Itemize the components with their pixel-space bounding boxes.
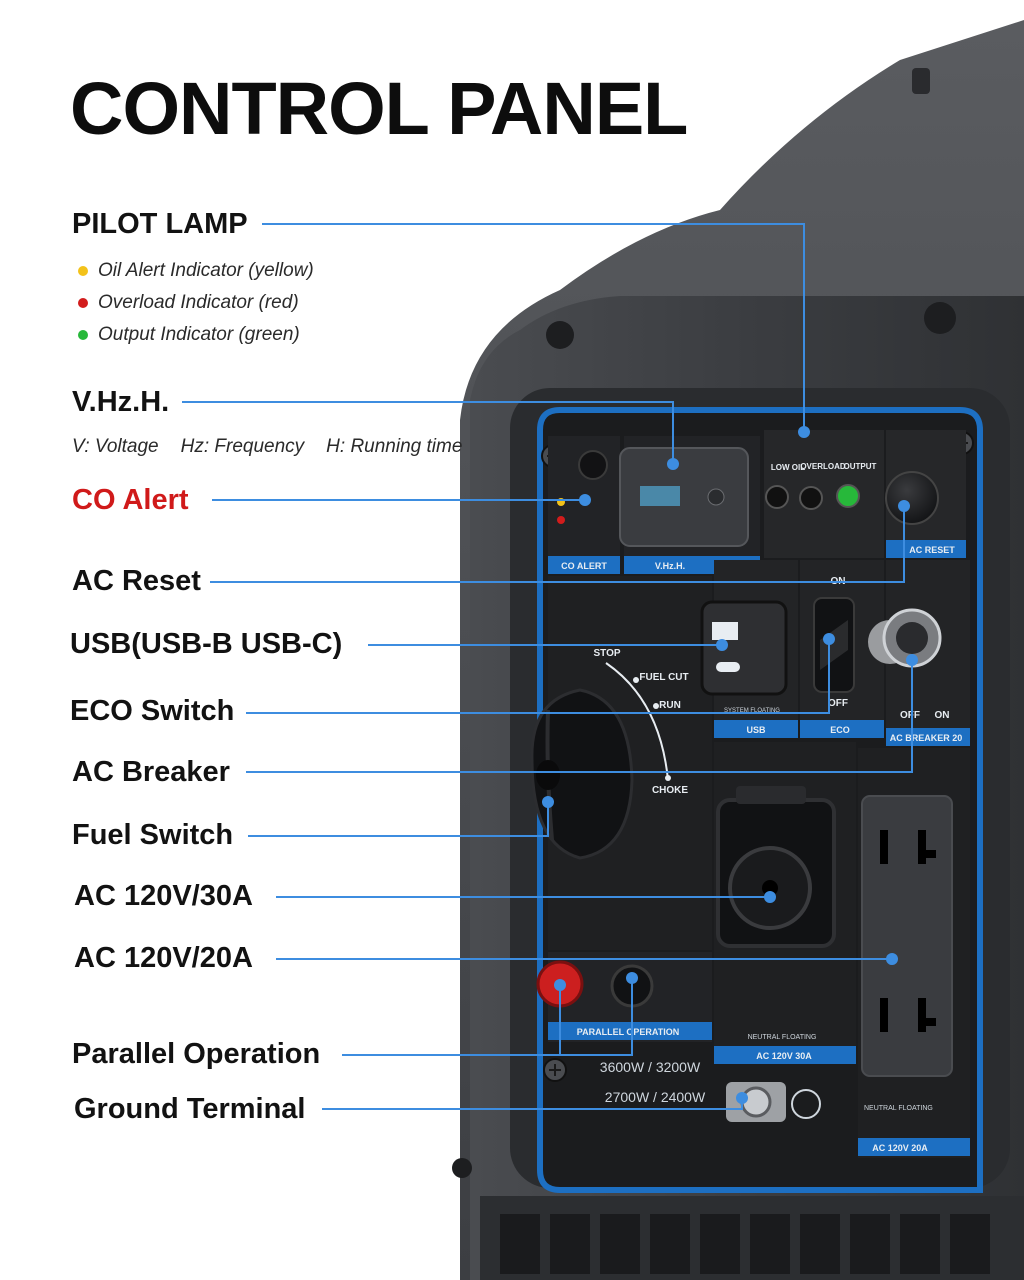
vhzh-def-running-time: H: Running time [326, 436, 463, 457]
pilot-item-output: Output Indicator (green) [78, 324, 300, 346]
label-co-alert: CO Alert [72, 484, 189, 516]
panel-overload: OVERLOAD [800, 462, 846, 471]
vhzh-def-voltage: V: Voltage [72, 436, 159, 457]
panel-usb-tag: USB [746, 725, 766, 735]
label-pilot-lamp: PILOT LAMP [72, 208, 248, 240]
pilot-item-label: Overload Indicator (red) [98, 292, 299, 313]
panel-watts-1: 3600W / 3200W [600, 1059, 701, 1075]
pilot-item-oil: Oil Alert Indicator (yellow) [78, 260, 314, 282]
label-fuel-switch: Fuel Switch [72, 819, 234, 851]
panel-ac30-tag: AC 120V 30A [756, 1051, 812, 1061]
label-ground-terminal: Ground Terminal [74, 1093, 306, 1125]
panel-watts-2: 2700W / 2400W [605, 1089, 706, 1105]
panel-ac-reset-tag: AC RESET [909, 545, 955, 555]
panel-eco-tag: ECO [830, 725, 850, 735]
panel-neutral-floating: NEUTRAL FLOATING [748, 1034, 817, 1041]
pilot-item-overload: Overload Indicator (red) [78, 292, 299, 314]
yellow-dot-icon [78, 266, 88, 276]
panel-eco-off: OFF [828, 698, 848, 709]
panel-fuel-cut: FUEL CUT [639, 672, 688, 683]
panel-breaker-on: ON [935, 710, 950, 721]
panel-breaker-tag: AC BREAKER 20 [890, 733, 963, 743]
label-usb: USB(USB-B USB-C) [70, 628, 343, 660]
panel-low-oil: LOW OIL [771, 463, 805, 472]
label-vhzh: V.Hz.H. [72, 386, 170, 418]
red-dot-icon [78, 298, 88, 308]
label-ac-reset: AC Reset [72, 565, 201, 597]
panel-stop: STOP [593, 648, 620, 659]
vhzh-def-frequency: Hz: Frequency [180, 436, 305, 457]
pilot-item-label: Oil Alert Indicator (yellow) [98, 260, 314, 281]
green-dot-icon [78, 330, 88, 340]
panel-breaker-off: OFF [900, 710, 920, 721]
label-parallel-operation: Parallel Operation [72, 1038, 321, 1070]
panel-system-floating: SYSTEM FLOATING [724, 708, 780, 714]
panel-neutral-floating-2: NEUTRAL FLOATING [864, 1105, 933, 1112]
label-eco-switch: ECO Switch [70, 695, 235, 727]
pilot-item-label: Output Indicator (green) [98, 324, 300, 345]
vhzh-definitions: V: Voltage Hz: Frequency H: Running time [72, 436, 462, 458]
panel-co-alert-tag: CO ALERT [561, 561, 607, 571]
label-ac-20a: AC 120V/20A [74, 942, 253, 974]
panel-vhzh-tag: V.Hz.H. [655, 561, 685, 571]
label-ac-breaker: AC Breaker [72, 756, 230, 788]
panel-output: OUTPUT [844, 462, 877, 471]
panel-parallel-tag: PARALLEL OPERATION [577, 1027, 680, 1037]
panel-choke: CHOKE [652, 785, 688, 796]
panel-ac20-tag: AC 120V 20A [872, 1143, 928, 1153]
panel-run: RUN [659, 700, 681, 711]
page-title: CONTROL PANEL [70, 67, 688, 150]
label-ac-30a: AC 120V/30A [74, 880, 253, 912]
